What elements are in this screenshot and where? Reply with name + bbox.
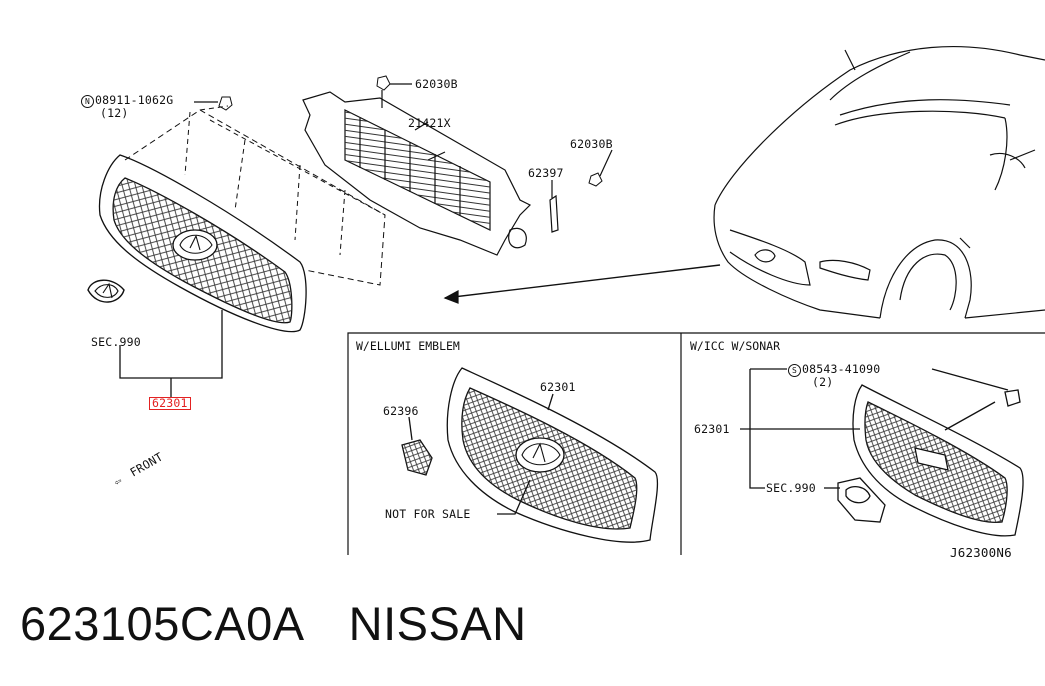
clip-top-label: 62030B <box>415 77 458 91</box>
shutter-label: 21421X <box>408 116 451 130</box>
panel-icc-sec-label: SEC.990 <box>766 481 816 495</box>
nut-symbol-icon: N <box>81 95 94 108</box>
bolt-main-qty: (12) <box>100 106 129 120</box>
panel-ellumi-grille-label: 62301 <box>540 380 576 394</box>
icc-grille <box>740 368 1024 537</box>
panel-ellumi-cover-label: 62396 <box>383 404 419 418</box>
grille-main-label-highlighted[interactable]: 62301 <box>149 397 191 410</box>
part-caption: 623105CA0A NISSAN <box>20 596 571 651</box>
bracket-label: 62397 <box>528 166 564 180</box>
screw-qty: (2) <box>812 375 834 389</box>
panel-frames <box>347 332 1045 555</box>
brand-name: NISSAN <box>348 597 527 650</box>
clip-right-label: 62030B <box>570 137 613 151</box>
not-for-sale-label: NOT FOR SALE <box>385 507 471 521</box>
ellumi-grille <box>401 367 659 543</box>
diagram-id: J62300N6 <box>950 545 1012 560</box>
panel-ellumi-title: W/ELLUMI EMBLEM <box>356 339 460 353</box>
panel-icc-title: W/ICC W/SONAR <box>690 339 781 353</box>
part-number: 623105CA0A <box>20 597 305 650</box>
active-shutter <box>302 75 613 256</box>
sec-main-label: SEC.990 <box>91 335 141 349</box>
screw-symbol-icon: S <box>788 364 801 377</box>
car-outline <box>443 45 1045 319</box>
main-grille <box>87 96 386 398</box>
bolt-main-number: 08911-1062G <box>95 93 174 107</box>
screw-number: 08543-41090 <box>802 362 881 376</box>
panel-icc-grille-label: 62301 <box>694 422 730 436</box>
